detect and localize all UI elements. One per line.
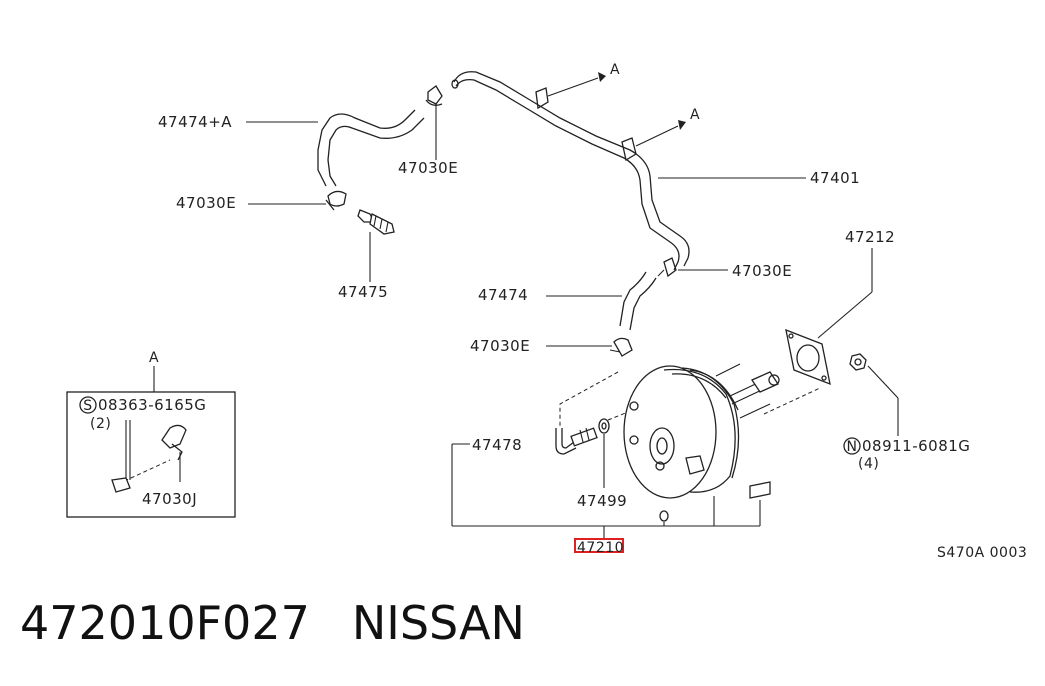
clamp-47030e-upper[interactable] [425, 85, 443, 106]
label-08911-qty: (4) [858, 456, 879, 472]
brand-name: NISSAN [351, 596, 525, 650]
detail-a-inset [66, 391, 236, 518]
highlight-box-47210 [574, 538, 624, 553]
bolt-08363-6165g[interactable] [111, 420, 131, 493]
label-47474-a[interactable]: 47474+A [158, 113, 232, 131]
valve-47475[interactable] [357, 209, 395, 235]
label-47210[interactable]: 47210 [577, 540, 624, 556]
seal-47499-small[interactable] [659, 510, 669, 522]
label-plate[interactable] [749, 481, 771, 499]
label-47499[interactable]: 47499 [577, 492, 627, 510]
label-a-arrow-2: A [690, 107, 700, 123]
symbol-s-circle: S [79, 396, 97, 414]
label-47030e-upper[interactable]: 47030E [398, 159, 458, 177]
label-47475[interactable]: 47475 [338, 283, 388, 301]
exploded-parts-diagram: N S 47474+A 47030E 47030E 47475 47401 47… [66, 62, 1027, 561]
label-08363-6165g[interactable]: 08363-6165G [98, 396, 206, 414]
hose-47474[interactable] [619, 271, 657, 331]
nut-08911-6081g[interactable] [849, 353, 867, 371]
clamp-47030j[interactable] [161, 424, 187, 482]
label-47212[interactable]: 47212 [845, 228, 895, 246]
clamp-47030e-left[interactable] [325, 190, 347, 211]
arrow-to-a-2 [635, 120, 686, 147]
label-47030e-lower[interactable]: 47030E [470, 337, 530, 355]
label-47474[interactable]: 47474 [478, 286, 528, 304]
part-caption: 472010F027 NISSAN [20, 596, 525, 650]
label-08363-qty: (2) [90, 416, 111, 432]
label-47030e-right[interactable]: 47030E [732, 262, 792, 280]
grommet-47499[interactable] [598, 418, 610, 434]
gasket-47212[interactable] [785, 328, 831, 386]
label-a-inset: A [149, 350, 159, 366]
label-47030j[interactable]: 47030J [142, 490, 197, 508]
brake-booster-47210[interactable] [623, 363, 780, 499]
label-47478[interactable]: 47478 [472, 436, 522, 454]
clamp-47030e-right[interactable] [657, 257, 677, 278]
part-number: 472010F027 [20, 596, 310, 650]
leader-lines [153, 104, 899, 540]
clamp-47401-a1[interactable] [535, 87, 549, 110]
label-08911-6081g[interactable]: 08911-6081G [862, 437, 970, 455]
symbol-n-text: N [847, 439, 858, 455]
clamp-47030e-lower[interactable] [609, 337, 633, 357]
clamp-47401-a2[interactable] [621, 137, 637, 162]
arrow-to-a-1 [547, 72, 606, 97]
connector-47478[interactable] [555, 427, 598, 455]
label-47401[interactable]: 47401 [810, 169, 860, 187]
label-47030e-left[interactable]: 47030E [176, 194, 236, 212]
pipe-47401[interactable] [451, 71, 690, 271]
diagram-code: S470A 0003 [937, 545, 1027, 561]
hose-47474-a[interactable] [317, 109, 425, 187]
label-a-arrow-1: A [610, 62, 620, 78]
symbol-n-circle: N [843, 437, 861, 455]
symbol-s-text: S [83, 398, 92, 414]
